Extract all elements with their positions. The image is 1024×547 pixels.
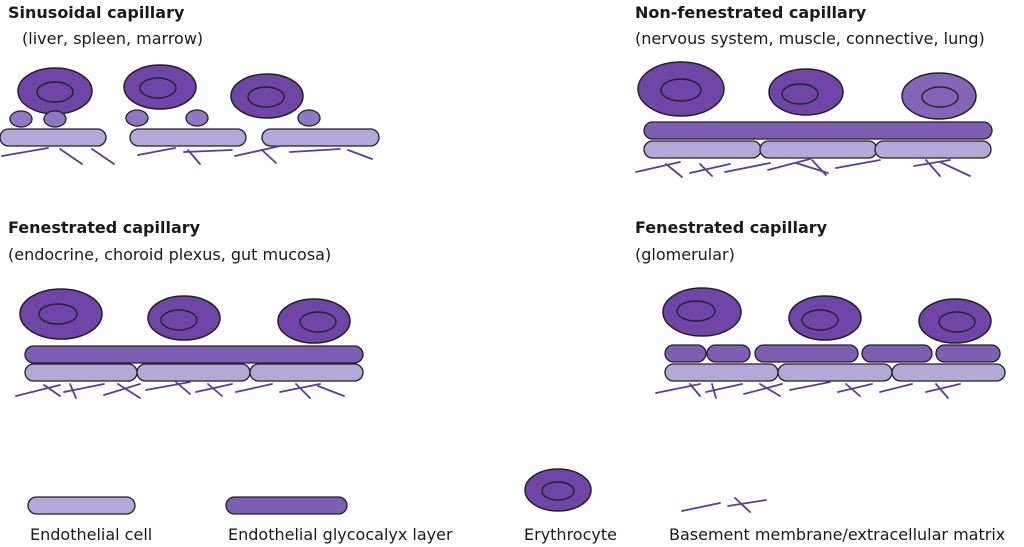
endothelial-cell (249, 363, 364, 382)
endothelial-cell (874, 140, 992, 159)
glycocalyx-segment (861, 344, 933, 363)
legend-item-endothelial-cell: Endothelial cell (27, 496, 152, 544)
legend-label: Endothelial glycocalyx layer (228, 525, 453, 544)
endothelial-cell (891, 363, 1006, 382)
panel-title: Fenestrated capillary (8, 218, 201, 237)
endothelial-cell (759, 140, 878, 159)
legend-item-erythrocyte: Erythrocyte (524, 468, 617, 544)
erythrocyte-swatch (524, 468, 592, 512)
glycocalyx-layer (24, 345, 364, 364)
panel-subtitle: (endocrine, choroid plexus, gut mucosa) (8, 245, 331, 264)
glycocalyx-segment (935, 344, 1001, 363)
panel-subtitle: (glomerular) (635, 245, 735, 264)
panel-fenestrated-glomerular: Fenestrated capillary (glomerular) (635, 218, 1006, 399)
endothelial-cell (24, 363, 138, 382)
glycocalyx-fragment (43, 110, 67, 128)
erythrocyte (637, 61, 725, 117)
legend-item-basement-membrane: Basement membrane/extracellular matrix (669, 497, 1005, 544)
panel-subtitle: (liver, spleen, marrow) (22, 29, 203, 48)
glycocalyx-layer (643, 121, 993, 140)
endothelial-cell (261, 128, 380, 147)
glycocalyx-fragment (185, 109, 209, 127)
endothelial-cell (643, 140, 762, 159)
panel-title: Fenestrated capillary (635, 218, 828, 237)
legend-label: Erythrocyte (524, 525, 617, 544)
basement-membrane (655, 381, 961, 399)
glycocalyx-segment (664, 344, 707, 363)
erythrocyte (277, 298, 351, 344)
erythrocyte (662, 287, 742, 337)
erythrocyte (19, 288, 103, 340)
basement-membrane (635, 158, 971, 178)
glycocalyx-segment (754, 344, 859, 363)
panel-sinusoidal: Sinusoidal capillary (liver, spleen, mar… (0, 3, 380, 165)
basement-membrane (1, 145, 373, 165)
endothelial-cell-swatch (27, 496, 136, 515)
endothelial-cell (0, 128, 107, 147)
basement-membrane-swatch (681, 497, 767, 513)
erythrocyte (901, 72, 977, 120)
legend-item-glycocalyx: Endothelial glycocalyx layer (225, 496, 453, 544)
panel-title: Non-fenestrated capillary (635, 3, 867, 22)
glycocalyx-fragment (125, 109, 149, 127)
glycocalyx-fragment (9, 110, 33, 128)
glycocalyx-swatch (225, 496, 348, 515)
erythrocyte (230, 73, 304, 119)
erythrocyte (788, 295, 862, 341)
glycocalyx-segment (706, 344, 751, 363)
erythrocyte (918, 298, 992, 344)
panel-non-fenestrated: Non-fenestrated capillary (nervous syste… (635, 3, 993, 178)
endothelial-cell (777, 363, 893, 382)
erythrocyte (123, 64, 197, 110)
erythrocyte (768, 68, 844, 116)
legend-label: Endothelial cell (30, 525, 152, 544)
erythrocyte (17, 67, 93, 115)
erythrocyte (147, 295, 221, 341)
panel-subtitle: (nervous system, muscle, connective, lun… (635, 29, 985, 48)
endothelial-cell (136, 363, 251, 382)
endothelial-cell (129, 128, 247, 147)
legend: Endothelial cell Endothelial glycocalyx … (27, 468, 1005, 544)
panel-title: Sinusoidal capillary (8, 3, 185, 22)
glycocalyx-fragment (297, 109, 321, 127)
legend-label: Basement membrane/extracellular matrix (669, 525, 1005, 544)
panel-fenestrated-endocrine: Fenestrated capillary (endocrine, choroi… (8, 218, 364, 399)
endothelial-cell (664, 363, 779, 382)
basement-membrane (15, 381, 345, 399)
